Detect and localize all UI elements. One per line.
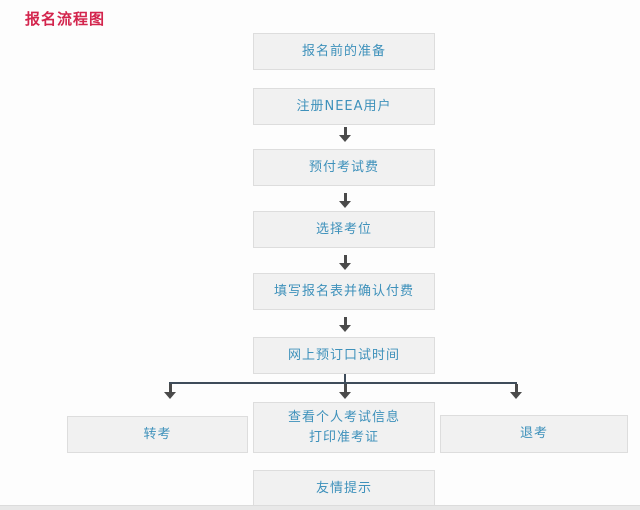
step-box-preparation[interactable]: 报名前的准备: [253, 33, 435, 70]
step-label: 填写报名表并确认付费: [273, 283, 414, 299]
step-box-register-neea[interactable]: 注册NEEA用户: [253, 88, 435, 125]
down-arrow-icon: [338, 384, 352, 399]
branch-box-transfer-exam[interactable]: 转考: [67, 416, 248, 453]
step-box-choose-seat[interactable]: 选择考位: [253, 211, 435, 248]
step-label: 预付考试费: [308, 159, 379, 175]
page-title: 报名流程图: [25, 10, 106, 28]
down-arrow-icon: [509, 384, 523, 399]
branch-connector-stem: [344, 374, 346, 383]
down-arrow-icon: [338, 127, 352, 142]
step-label: 网上预订口试时间: [287, 347, 400, 363]
step-box-book-oral-time[interactable]: 网上预订口试时间: [253, 337, 435, 374]
step-label: 选择考位: [315, 221, 372, 237]
branch-label: 转考: [143, 426, 172, 442]
down-arrow-icon: [163, 384, 177, 399]
branch-label-line1: 查看个人考试信息: [287, 410, 400, 425]
branch-label-line2: 打印准考证: [308, 429, 379, 445]
branch-box-view-info-print-ticket[interactable]: 查看个人考试信息 打印准考证: [253, 402, 435, 453]
down-arrow-icon: [338, 193, 352, 208]
down-arrow-icon: [338, 255, 352, 270]
step-label: 报名前的准备: [301, 43, 386, 59]
bottom-divider: [0, 505, 640, 510]
branch-connector-line: [169, 382, 517, 384]
box-friendly-reminder[interactable]: 友情提示: [253, 470, 435, 508]
footer-label: 友情提示: [315, 481, 372, 497]
step-box-fill-form-confirm-pay[interactable]: 填写报名表并确认付费: [253, 273, 435, 310]
branch-box-withdraw-exam[interactable]: 退考: [440, 415, 628, 453]
step-label: 注册NEEA用户: [296, 98, 392, 114]
down-arrow-icon: [338, 317, 352, 332]
step-box-prepay-fee[interactable]: 预付考试费: [253, 149, 435, 186]
branch-label: 退考: [519, 426, 548, 442]
